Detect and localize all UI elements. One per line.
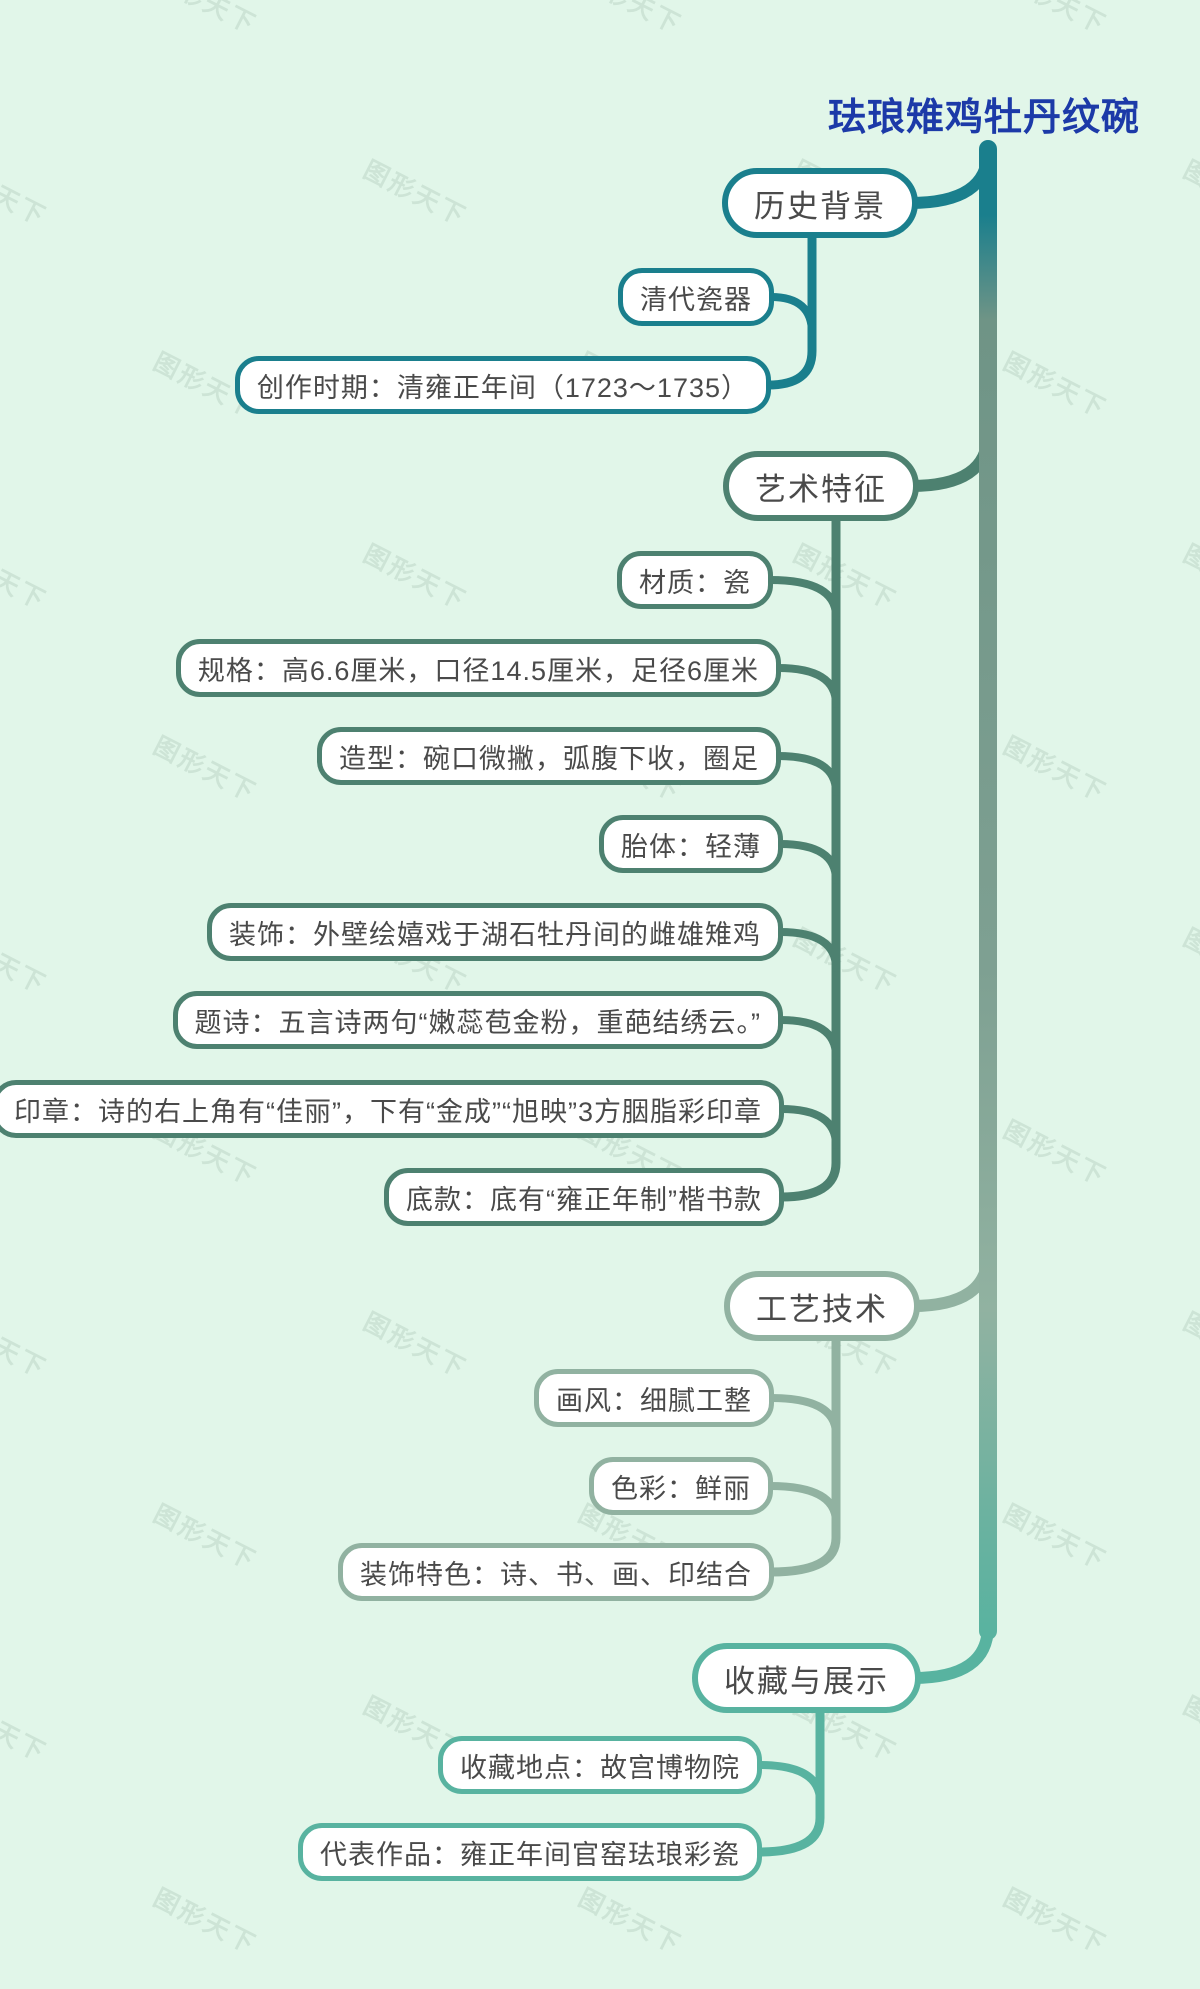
branch-connector — [904, 145, 994, 209]
branch-connector — [905, 428, 994, 492]
child-node[interactable]: 创作时期：清雍正年间（1723～1735） — [234, 356, 771, 414]
child-connector — [766, 1482, 840, 1526]
child-connector — [774, 664, 840, 708]
child-drop-line — [766, 1334, 841, 1577]
root-title[interactable]: 珐琅雉鸡牡丹纹碗 — [827, 97, 1140, 139]
child-connector — [767, 1394, 840, 1438]
child-connector — [774, 752, 840, 796]
branch-connector — [906, 1248, 994, 1312]
child-node[interactable]: 印章：诗的右上角有“佳丽”，下有“金成”“旭映”3方胭脂彩印章 — [0, 1080, 784, 1138]
child-connector — [776, 1016, 840, 1060]
child-node[interactable]: 规格：高6.6厘米，口径14.5厘米，足径6厘米 — [175, 639, 781, 697]
child-drop-line — [763, 231, 817, 390]
child-node[interactable]: 画风：细腻工整 — [534, 1369, 774, 1427]
child-node[interactable]: 底款：底有“雍正年制”楷书款 — [384, 1168, 784, 1226]
child-connector — [767, 293, 816, 337]
child-node[interactable]: 材质：瓷 — [617, 551, 773, 609]
child-node[interactable]: 造型：碗口微撇，弧腹下收，圈足 — [317, 727, 781, 785]
child-connector — [755, 1761, 824, 1805]
child-node[interactable]: 收藏地点：故宫博物院 — [438, 1736, 762, 1794]
child-node[interactable]: 清代瓷器 — [618, 268, 774, 326]
branch-node[interactable]: 历史背景 — [722, 168, 918, 238]
branch-connector — [907, 1620, 994, 1684]
child-connector — [777, 1105, 840, 1149]
child-node[interactable]: 代表作品：雍正年间官窑珐琅彩瓷 — [298, 1823, 762, 1881]
branch-node[interactable]: 收藏与展示 — [692, 1643, 921, 1713]
branch-node[interactable]: 工艺技术 — [724, 1271, 920, 1341]
child-node[interactable]: 装饰：外壁绘嬉戏于湖石牡丹间的雌雄雉鸡 — [207, 903, 783, 961]
trunk-line — [979, 140, 997, 1640]
child-node[interactable]: 胎体：轻薄 — [599, 815, 783, 873]
child-node[interactable]: 装饰特色：诗、书、画、印结合 — [338, 1543, 774, 1601]
child-connector — [776, 840, 840, 884]
child-drop-line — [754, 1706, 825, 1857]
child-node[interactable]: 色彩：鲜丽 — [589, 1457, 773, 1515]
child-connector — [776, 928, 840, 972]
branch-node[interactable]: 艺术特征 — [723, 451, 919, 521]
child-node[interactable]: 题诗：五言诗两句“嫩蕊苞金粉，重葩结绣云。” — [172, 991, 783, 1049]
child-connector — [766, 576, 840, 620]
child-drop-line — [776, 514, 841, 1202]
